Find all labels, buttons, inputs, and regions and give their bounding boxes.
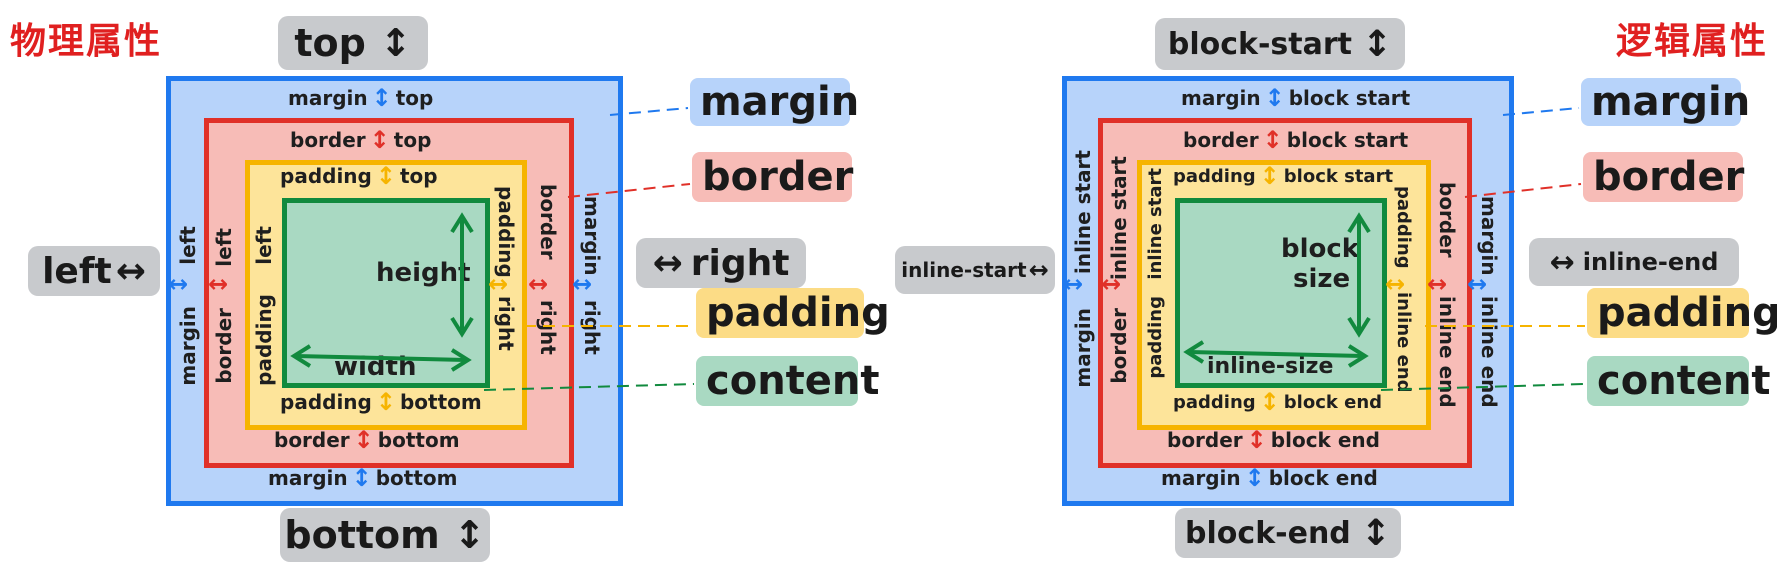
padding-top-label: padding↕top xyxy=(280,162,438,190)
tag-bottom-label: bottom xyxy=(284,513,440,557)
content-size-label: size xyxy=(1293,264,1351,294)
updown-arrow-icon: ↕ xyxy=(351,464,372,492)
margin-inline-start-arrow: ↔ xyxy=(1063,272,1083,296)
border-bottom-label: border↕bottom xyxy=(274,426,460,454)
logical-panel: 逻辑属性 block-start ↕ block-end ↕ inline-st… xyxy=(889,0,1777,578)
tag-bottom: bottom ↕ xyxy=(280,508,490,562)
tag-block-start: block-start ↕ xyxy=(1155,18,1405,70)
border-inline-start-arrow: ↔ xyxy=(1101,272,1121,296)
logical-lines xyxy=(1183,107,1586,391)
legend-padding: padding xyxy=(696,288,890,338)
margin-right-label: right xyxy=(580,300,604,355)
logical-title: 逻辑属性 xyxy=(1616,21,1769,62)
margin-right-arrow: ↔ xyxy=(572,272,592,296)
margin-bottom-label: margin↕bottom xyxy=(268,464,458,492)
tag-block-end-label: block-end xyxy=(1185,515,1351,551)
updown-arrow-icon: ↕ xyxy=(453,513,486,557)
updown-arrow-icon: ↕ xyxy=(1360,512,1391,554)
content-block-label: block xyxy=(1281,234,1360,264)
leftright-arrow-icon: ↔ xyxy=(115,250,146,292)
legend-content: content xyxy=(696,356,880,406)
padding-bottom-label: padding↕bottom xyxy=(280,388,482,416)
legend-border: border xyxy=(1583,152,1744,202)
tag-top: top ↕ xyxy=(278,16,428,70)
updown-arrow-icon: ↕ xyxy=(375,388,396,416)
tag-block-start-label: block-start xyxy=(1167,26,1352,62)
tag-right: ↔ right xyxy=(636,238,806,288)
border-inline-end-name: border xyxy=(1435,182,1459,258)
margin-left-arrow: ↔ xyxy=(168,272,188,296)
tag-top-label: top xyxy=(294,21,366,65)
border-right-name: border xyxy=(536,184,560,260)
legend-padding: padding xyxy=(1587,288,1777,338)
border-right-label: right xyxy=(536,300,560,355)
margin-block-start-label: margin↕block start xyxy=(1181,84,1411,112)
updown-arrow-icon: ↕ xyxy=(1244,464,1265,492)
tag-left-label: left xyxy=(42,250,112,292)
padding-right-label: right xyxy=(494,296,518,351)
tag-right-label: right xyxy=(690,242,790,284)
legend-border: border xyxy=(692,152,853,202)
border-block-start-label: border↕block start xyxy=(1183,126,1409,154)
padding-right-name: padding xyxy=(494,186,518,278)
margin-right-label-name: margin xyxy=(580,196,604,276)
content-inline-size-label: inline-size xyxy=(1207,354,1334,379)
content-height-label: height xyxy=(376,258,471,288)
physical-panel: 物理属性 top ↕ bottom ↕ left ↔ ↔ right margi… xyxy=(0,0,890,578)
margin-block-end-label: margin↕block end xyxy=(1161,464,1378,492)
updown-arrow-icon: ↕ xyxy=(1259,388,1280,416)
border-top-label: border↕top xyxy=(290,126,432,154)
padding-block-end-label: padding↕block end xyxy=(1173,388,1383,416)
leftright-arrow-icon: ↔ xyxy=(488,270,509,298)
border-inline-end-arrow: ↔ xyxy=(1427,272,1447,296)
tag-left: left ↔ xyxy=(28,246,160,296)
legend-margin: margin xyxy=(690,78,859,126)
updown-arrow-icon: ↕ xyxy=(1262,126,1283,154)
updown-arrow-icon: ↕ xyxy=(1246,426,1267,454)
padding-right-arrow: ↔ xyxy=(488,272,508,296)
updown-arrow-icon: ↕ xyxy=(1361,23,1393,65)
legend-content: content xyxy=(1587,356,1771,406)
leftright-arrow-icon: ↔ xyxy=(1467,270,1488,298)
updown-arrow-icon: ↕ xyxy=(379,21,412,65)
padding-inline-end-arrow: ↔ xyxy=(1385,272,1405,296)
margin-top-label: margin↕top xyxy=(288,84,434,112)
tag-inline-start: inline-start ↔ xyxy=(895,246,1055,294)
border-block-end-label: border↕block end xyxy=(1167,426,1380,454)
leftright-arrow-icon: ↔ xyxy=(1427,270,1448,298)
border-right-arrow: ↔ xyxy=(528,272,548,296)
tag-inline-end: ↔ inline-end xyxy=(1529,238,1739,286)
leftright-arrow-icon: ↔ xyxy=(652,242,683,284)
updown-arrow-icon: ↕ xyxy=(369,126,390,154)
border-left-arrow: ↔ xyxy=(208,272,228,296)
leftright-arrow-icon: ↔ xyxy=(168,270,189,298)
updown-arrow-icon: ↕ xyxy=(375,162,396,190)
tag-inline-start-label: inline-start xyxy=(901,258,1027,282)
tag-inline-end-label: inline-end xyxy=(1582,248,1719,276)
leftright-arrow-icon: ↔ xyxy=(208,270,229,298)
margin-inline-end-label: inline end xyxy=(1477,296,1501,408)
leftright-arrow-icon: ↔ xyxy=(1101,270,1122,298)
leftright-arrow-icon: ↔ xyxy=(572,270,593,298)
leftright-arrow-icon: ↔ xyxy=(528,270,549,298)
leftright-arrow-icon: ↔ xyxy=(1063,270,1084,298)
updown-arrow-icon: ↕ xyxy=(1259,162,1280,190)
updown-arrow-icon: ↕ xyxy=(1264,84,1285,112)
updown-arrow-icon: ↕ xyxy=(353,426,374,454)
padding-block-start-label: padding↕block start xyxy=(1173,162,1394,190)
padding-inline-end-label: inline end xyxy=(1393,292,1414,393)
leftright-arrow-icon: ↔ xyxy=(1549,244,1575,280)
margin-inline-end-name: margin xyxy=(1477,196,1501,276)
leftright-arrow-icon: ↔ xyxy=(1028,256,1049,284)
tag-block-end: block-end ↕ xyxy=(1175,508,1401,558)
legend-margin: margin xyxy=(1581,78,1750,126)
leftright-arrow-icon: ↔ xyxy=(1385,270,1406,298)
updown-arrow-icon: ↕ xyxy=(371,84,392,112)
margin-inline-end-arrow: ↔ xyxy=(1467,272,1487,296)
padding-inline-end-name: padding xyxy=(1393,186,1414,269)
physical-title: 物理属性 xyxy=(10,21,163,62)
physical-lines xyxy=(290,107,695,391)
